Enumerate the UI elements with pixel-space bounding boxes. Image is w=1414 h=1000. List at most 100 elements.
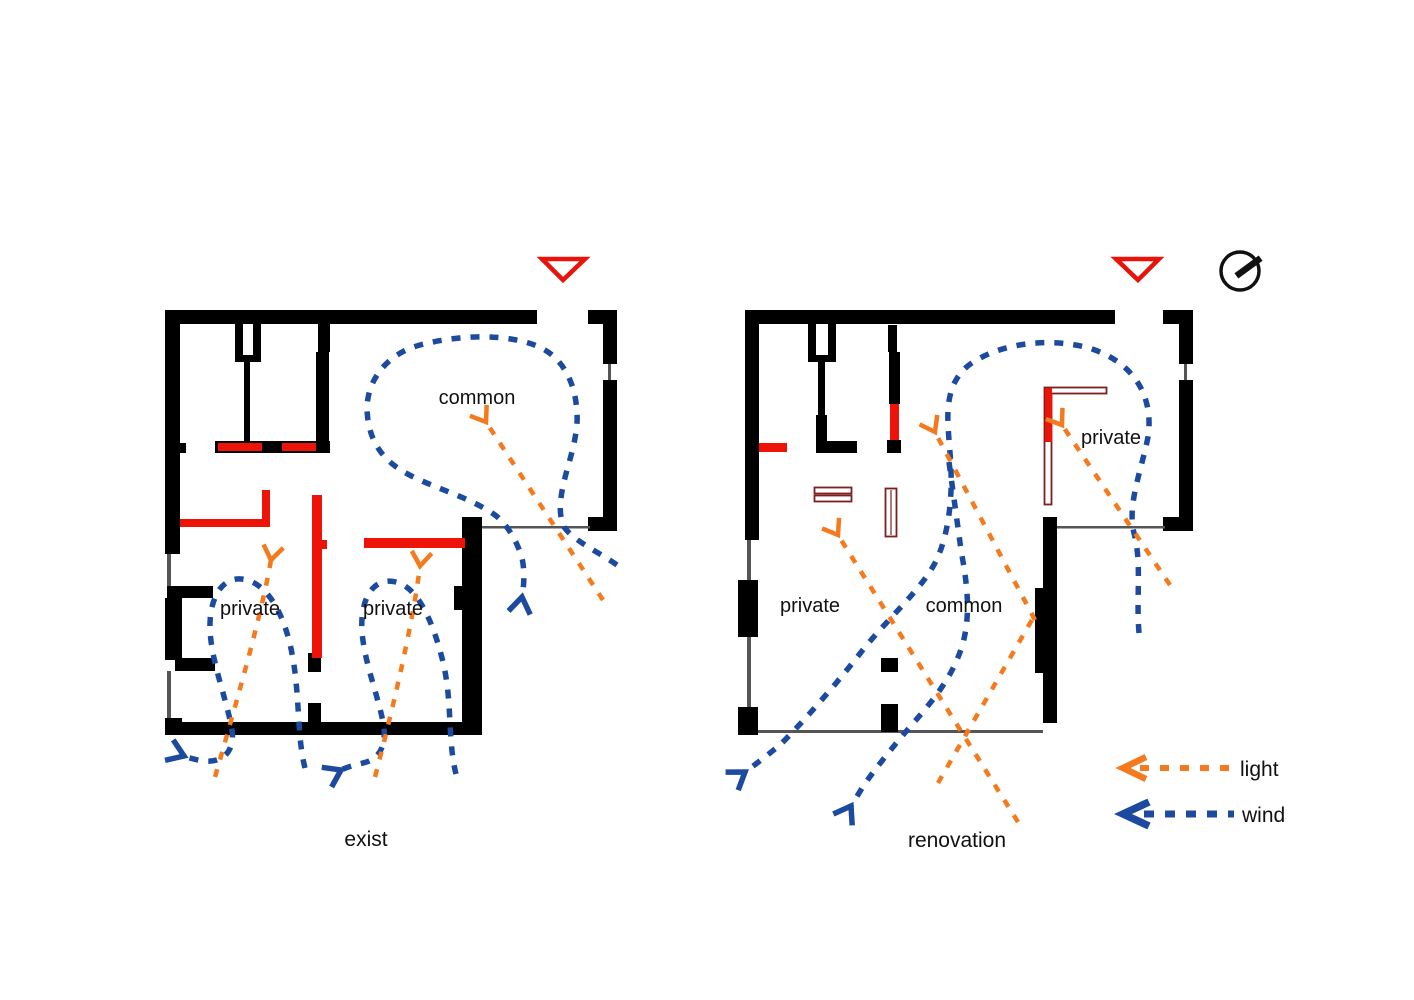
room-label-private-left: private (780, 595, 840, 617)
window-line (1184, 364, 1187, 380)
wall-segment (603, 310, 617, 364)
light-ray-private-left (821, 517, 1020, 824)
wall-segment (316, 352, 329, 453)
door-post (808, 355, 836, 362)
exist-light-rays (212, 404, 605, 778)
exist-plan: common private private exist (164, 256, 619, 851)
wall-segment (1179, 380, 1193, 518)
room-label-common: common (926, 595, 1003, 617)
renovation-wind-flows (725, 339, 1152, 826)
red-wall-segment (262, 490, 270, 527)
renovation-caption: renovation (908, 829, 1006, 852)
step-line (1057, 526, 1165, 529)
renovation-walls (738, 310, 1193, 735)
red-wall-segment (282, 443, 316, 451)
red-wall-segment (759, 443, 787, 452)
wall-segment (738, 707, 758, 735)
north-indicator-icon (1219, 250, 1263, 292)
step-line (482, 526, 590, 529)
wall-segment (816, 415, 827, 453)
wind-path-big-loop (725, 339, 1152, 792)
renovation-furniture (813, 386, 1108, 538)
door-post (235, 355, 261, 362)
wind-path-common-loop (364, 334, 619, 616)
legend-light-label: light (1240, 758, 1279, 781)
wall-segment (887, 440, 901, 453)
compass-needle (1234, 255, 1263, 279)
wall-segment (1035, 588, 1043, 673)
wall-segment (738, 580, 758, 637)
wall-segment (175, 658, 215, 671)
light-arrow-icon (1115, 754, 1148, 782)
light-ray-private-left (212, 543, 285, 778)
wall-segment (1163, 517, 1193, 531)
furniture-shelf (813, 486, 853, 495)
wall-segment (462, 517, 482, 723)
door-post (235, 323, 243, 362)
wind-path-common-branch (832, 461, 971, 826)
red-wall-segment (1045, 388, 1052, 442)
wall-segment (165, 310, 537, 324)
furniture-shelf (813, 494, 853, 503)
light-ray-common (469, 404, 605, 602)
renovation-light-rays (821, 407, 1172, 824)
door-post (253, 323, 261, 362)
wall-segment (745, 310, 759, 540)
legend-wind-label: wind (1241, 804, 1285, 827)
exist-red-elements (180, 443, 465, 658)
wall-segment (818, 362, 825, 422)
red-wall-segment (322, 540, 327, 549)
door-post (888, 325, 897, 352)
red-wall-segment (180, 519, 270, 527)
wind-path-private-mid (321, 578, 459, 789)
red-wall-segment (890, 404, 899, 440)
window-line (747, 540, 751, 580)
wall-segment (1043, 517, 1057, 723)
light-ray-common (918, 414, 1037, 622)
light-ray-cross (936, 616, 1035, 785)
legend: light wind (1114, 754, 1285, 830)
door-post (828, 323, 836, 362)
room-label-private-left: private (220, 598, 280, 620)
wall-segment (165, 598, 182, 660)
window-line (747, 637, 751, 707)
wind-arrow-icon (1114, 798, 1151, 830)
window-line (167, 671, 171, 718)
entrance-triangle-icon (536, 256, 591, 284)
wall-segment (454, 586, 482, 610)
wall-segment (308, 703, 321, 730)
wall-segment (178, 443, 186, 453)
wall-segment (165, 722, 482, 735)
entrance-triangle-icon (1110, 256, 1165, 284)
compass-circle (1219, 250, 1261, 292)
wall-segment (881, 704, 898, 732)
exist-wind-flows (164, 334, 619, 789)
wind-path-private-left (164, 576, 308, 769)
door-post (318, 323, 330, 352)
room-label-common: common (439, 387, 516, 409)
window-line (608, 364, 611, 380)
wall-segment (588, 517, 617, 531)
furniture-wall-top (1043, 386, 1108, 395)
wall-segment (1179, 310, 1193, 364)
room-label-private-top: private (1081, 427, 1141, 449)
legend-wind-row: wind (1114, 798, 1285, 830)
exist-walls (165, 310, 617, 735)
wall-segment (165, 310, 180, 554)
light-ray-private-top (1045, 407, 1172, 587)
wall-segment (167, 586, 213, 598)
wall-segment (889, 352, 900, 404)
exist-caption: exist (344, 828, 387, 851)
renovation-red-elements (759, 388, 1052, 452)
legend-light-row: light (1115, 754, 1279, 782)
wall-segment (244, 362, 250, 442)
red-wall-segment (312, 495, 322, 658)
window-line (167, 554, 171, 586)
door-post (808, 323, 816, 362)
room-label-private-mid: private (363, 598, 423, 620)
renovation-plan: private common private renovation (725, 256, 1193, 852)
wall-segment (603, 380, 617, 518)
wall-segment (816, 441, 857, 453)
